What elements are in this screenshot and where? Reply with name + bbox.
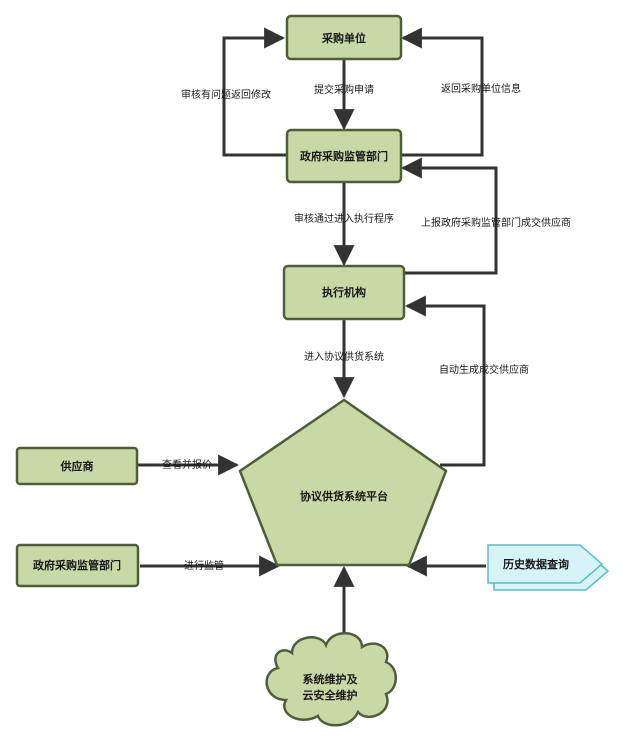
node-gov-supervision-left: 政府采购监管部门 (15, 543, 140, 588)
node-maintenance: 系统维护及 云安全维护 (265, 631, 397, 727)
edge-auto-generate (404, 295, 486, 467)
label-review-pass: 审核通过进入执行程序 (294, 212, 394, 225)
node-history-query: 历史数据查询 (487, 544, 610, 591)
label-supervise: 进行监管 (184, 559, 224, 572)
node-supplier: 供应商 (15, 446, 139, 486)
node-platform: 协议供货系统平台 (238, 398, 448, 567)
maintenance-label-line1: 系统维护及 (303, 672, 359, 686)
label-submit-request: 提交采购申请 (314, 83, 374, 96)
node-procurement-unit: 采购单位 (285, 14, 403, 61)
label-return-unit-info: 返回采购单位信息 (441, 82, 521, 95)
edge-review-return (222, 27, 287, 157)
platform-label: 协议供货系统平台 (300, 489, 388, 503)
gov-supervision-top-label: 政府采购监管部门 (300, 149, 388, 163)
connectors (138, 27, 498, 640)
maintenance-label-line2: 云安全维护 (303, 688, 358, 702)
procurement-unit-label: 采购单位 (321, 31, 366, 45)
label-enter-system: 进入协议供货系统 (304, 350, 384, 363)
label-auto-generate: 自动生成成交供应商 (439, 363, 529, 376)
supplier-label: 供应商 (60, 459, 94, 473)
execution-agency-label: 执行机构 (322, 285, 366, 299)
edge-return-unit-info (400, 27, 484, 157)
edge-report-supplier (400, 157, 498, 275)
label-view-quote: 查看并报价 (162, 458, 212, 471)
node-gov-supervision-top: 政府采购监管部门 (285, 128, 403, 184)
label-report-supplier: 上报政府采购监管部门成交供应商 (421, 216, 571, 229)
node-execution-agency: 执行机构 (282, 264, 406, 321)
label-review-return: 审核有问题返回修改 (181, 88, 271, 101)
history-query-label: 历史数据查询 (503, 557, 569, 571)
gov-supervision-left-label: 政府采购监管部门 (33, 558, 121, 572)
